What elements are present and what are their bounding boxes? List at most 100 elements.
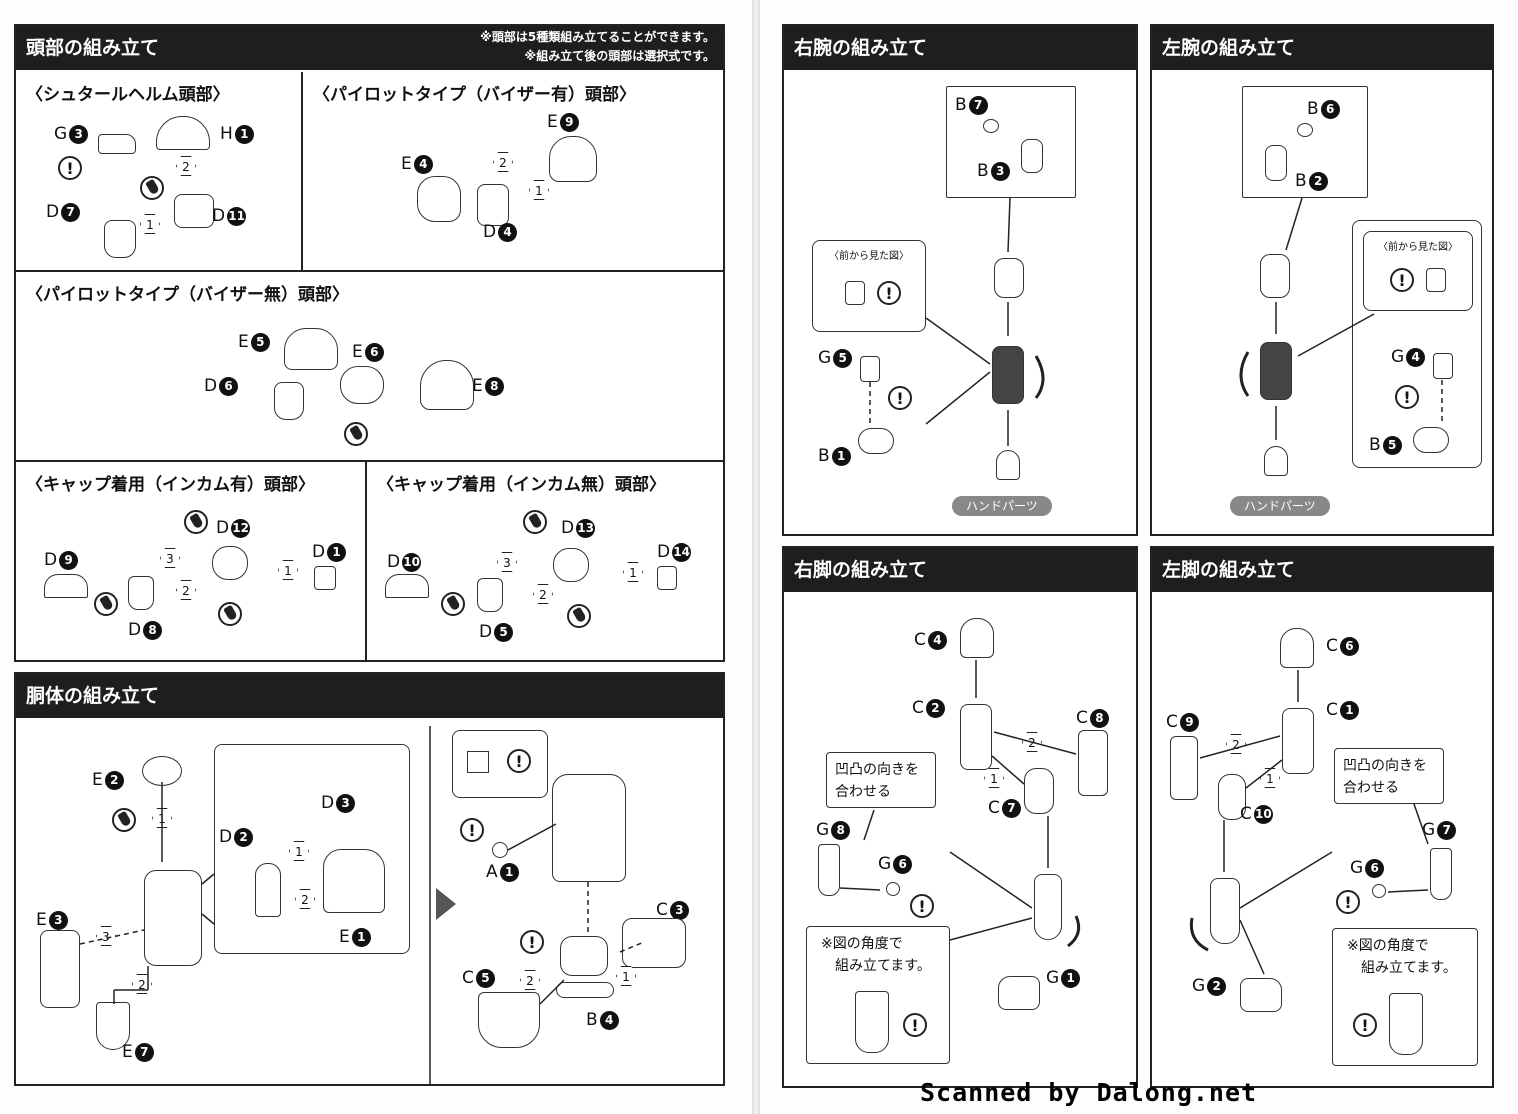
cap-part: [44, 574, 88, 598]
torso-section-title: 胴体の組み立て: [26, 685, 160, 707]
angle-note-box: ※図の角度で 組み立てます。 !: [806, 926, 950, 1064]
pilot-visor-head-title: 〈パイロットタイプ（バイザー有）頭部〉: [313, 85, 636, 105]
pilot-face-part: [274, 382, 304, 420]
glue-icon: [567, 604, 591, 628]
cap-intercom-head-title: 〈キャップ着用（インカム有）頭部〉: [26, 475, 315, 495]
front-view-title: 〈前から見た図〉: [1378, 242, 1458, 253]
pilot-helmet-liner-part: [284, 328, 338, 370]
glue-icon: [140, 176, 164, 200]
torso-section-header: 胴体の組み立て: [16, 674, 723, 718]
gear-small-part: [492, 842, 508, 858]
wrist-cap-part: [858, 428, 894, 454]
alignment-note: 凹凸の向きを 合わせる: [826, 752, 936, 808]
armored-torso-part: [552, 774, 626, 882]
glue-icon: [218, 602, 242, 626]
caution-icon: !: [507, 749, 531, 773]
left-arm-section-header: 左腕の組み立て: [1152, 26, 1492, 70]
step-2-marker: 2: [176, 580, 196, 600]
step-2-marker: 2: [520, 970, 540, 990]
joint-front-part: [1426, 268, 1446, 292]
cap-head-core-part: [553, 548, 589, 582]
pilot-head-core-part: [340, 366, 384, 404]
pilot-face-part: [477, 184, 509, 226]
head-section-title: 頭部の組み立て: [26, 37, 160, 59]
step-1-marker: 1: [984, 768, 1004, 788]
ankle-pin-part: [1372, 884, 1386, 898]
right-leg-section-title: 右脚の組み立て: [794, 559, 928, 581]
forearm-part: [992, 346, 1024, 404]
elbow-joint-part: [1297, 123, 1313, 137]
knee-part: [1218, 774, 1246, 820]
step-3-marker: 3: [160, 548, 180, 568]
glue-icon: [523, 510, 547, 534]
head-note-2: ※組み立て後の頭部は選択式です。: [524, 49, 715, 63]
helm-face-inner-part: [174, 194, 214, 228]
caution-icon: !: [903, 1013, 927, 1037]
torso-guide-lines: [79, 726, 645, 1084]
step-1-marker: 1: [529, 180, 549, 200]
belt-part: [478, 992, 540, 1048]
hand-parts-label: ハンドパーツ: [952, 496, 1052, 516]
right-leg-guide-lines: [839, 660, 1081, 948]
shin-part: [1210, 878, 1240, 944]
angle-note-line2: 組み立てます。: [835, 958, 931, 974]
caution-icon: !: [888, 386, 912, 410]
head-section-header: 頭部の組み立て ※頭部は5種類組み立てることができます。 ※組み立て後の頭部は選…: [16, 26, 723, 70]
alignment-note-line2: 合わせる: [835, 784, 891, 800]
caution-icon: !: [877, 281, 901, 305]
right-arm-section-title: 右腕の組み立て: [794, 37, 928, 59]
ankle-pin-part: [886, 882, 900, 896]
helm-head-title: 〈シュタールヘルム頭部〉: [26, 85, 230, 105]
caution-icon: !: [520, 930, 544, 954]
front-view-title: 〈前から見た図〉: [829, 251, 909, 262]
pilot-visor-part: [417, 176, 461, 222]
glue-icon: [344, 422, 368, 446]
helm-visor-part: [98, 134, 136, 154]
waist-armor-part: [622, 918, 686, 968]
left-leg-guide-lines: [1189, 670, 1429, 975]
left-leg-section-header: 左脚の組み立て: [1152, 548, 1492, 592]
step-2-marker: 2: [493, 152, 513, 172]
glue-icon: [441, 592, 465, 616]
shin-part: [1034, 874, 1062, 940]
glue-icon: [112, 808, 136, 832]
step-2-marker: 2: [176, 156, 196, 176]
hand-part: [996, 450, 1020, 480]
angle-note-line1: ※図の角度で: [1347, 938, 1429, 954]
cap-part: [385, 574, 429, 598]
helm-shell-part: [156, 116, 210, 150]
page-gutter: [752, 0, 760, 1114]
head-note-1: ※頭部は5種類組み立てることができます。: [480, 30, 715, 44]
cap-intercom-part: [314, 566, 336, 590]
caution-icon: !: [58, 156, 82, 180]
